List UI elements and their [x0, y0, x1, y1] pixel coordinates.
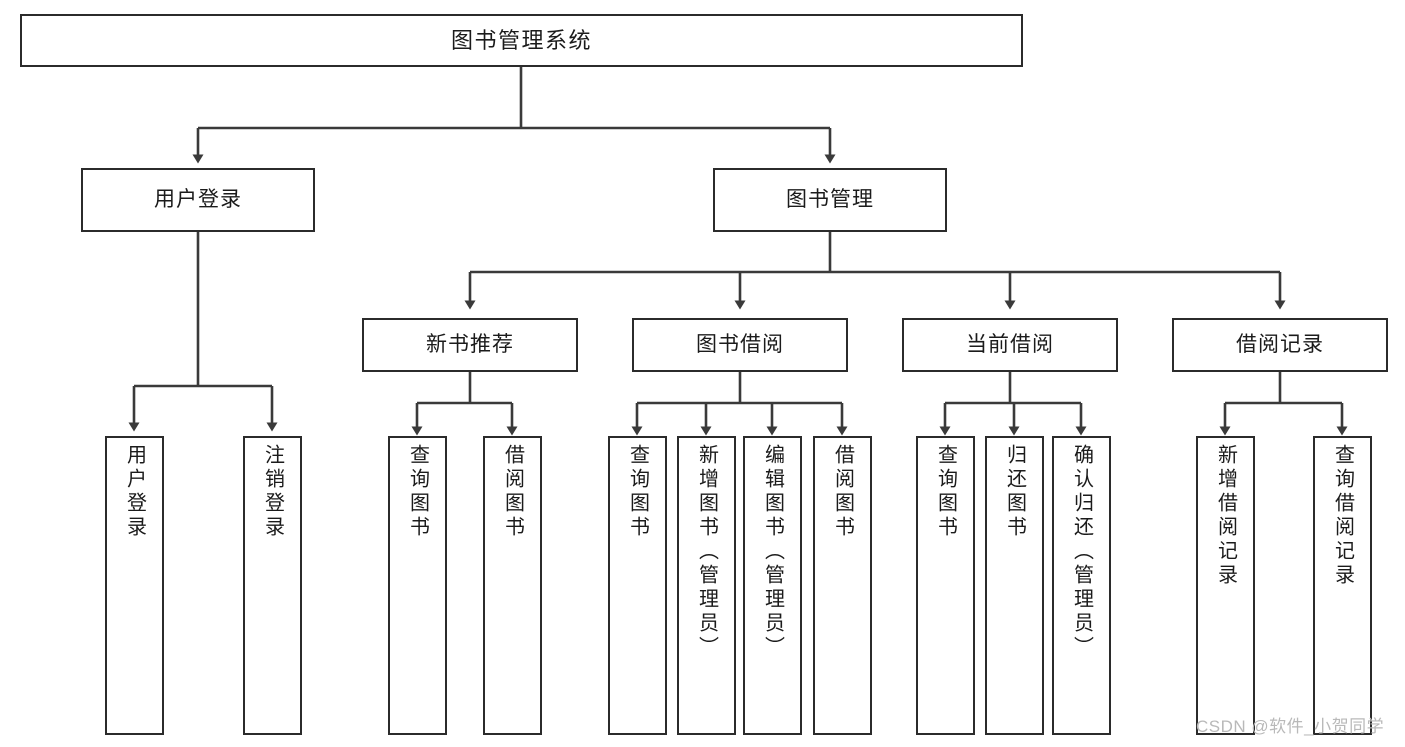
leaf-user-login-logout[interactable]: 注销登录 [243, 436, 302, 735]
node-label: 图书管理系统 [450, 27, 592, 53]
node-label: 查询图书 [934, 444, 957, 540]
node-borrowing-record[interactable]: 借阅记录 [1172, 318, 1388, 372]
leaf-current-borrow-return-book[interactable]: 归还图书 [985, 436, 1044, 735]
leaf-new-book-borrow-book[interactable]: 借阅图书 [483, 436, 542, 735]
node-label: 确认归还（管理员） [1070, 444, 1093, 660]
leaf-current-borrow-confirm-return-admin[interactable]: 确认归还（管理员） [1052, 436, 1111, 735]
node-root-book-management-system[interactable]: 图书管理系统 [20, 14, 1023, 67]
node-user-login[interactable]: 用户登录 [81, 168, 315, 232]
node-label: 借阅记录 [1236, 332, 1324, 356]
node-label: 图书管理 [786, 187, 874, 211]
node-label: 借阅图书 [501, 444, 524, 540]
leaf-book-borrow-query-book[interactable]: 查询图书 [608, 436, 667, 735]
node-label: 新书推荐 [426, 332, 514, 356]
node-label: 编辑图书（管理员） [761, 444, 784, 660]
node-label: 查询借阅记录 [1331, 444, 1354, 588]
leaf-book-borrow-add-book-admin[interactable]: 新增图书（管理员） [677, 436, 736, 735]
node-label: 新增图书（管理员） [695, 444, 718, 660]
node-label: 用户登录 [154, 187, 242, 211]
node-new-book-recommendation[interactable]: 新书推荐 [362, 318, 578, 372]
node-label: 查询图书 [626, 444, 649, 540]
node-current-borrowing[interactable]: 当前借阅 [902, 318, 1118, 372]
node-label: 用户登录 [123, 444, 146, 540]
node-book-management[interactable]: 图书管理 [713, 168, 947, 232]
csdn-watermark: CSDN @软件_小贺同学 [1196, 717, 1385, 736]
leaf-borrow-record-query-record[interactable]: 查询借阅记录 [1313, 436, 1372, 735]
node-label: 当前借阅 [966, 332, 1054, 356]
leaf-borrow-record-add-record[interactable]: 新增借阅记录 [1196, 436, 1255, 735]
leaf-book-borrow-edit-book-admin[interactable]: 编辑图书（管理员） [743, 436, 802, 735]
node-label: 注销登录 [261, 444, 284, 540]
node-label: 查询图书 [406, 444, 429, 540]
node-label: 归还图书 [1003, 444, 1026, 540]
leaf-user-login-login[interactable]: 用户登录 [105, 436, 164, 735]
leaf-new-book-query-book[interactable]: 查询图书 [388, 436, 447, 735]
node-label: 借阅图书 [831, 444, 854, 540]
node-label: 图书借阅 [696, 332, 784, 356]
node-label: 新增借阅记录 [1214, 444, 1237, 588]
leaf-book-borrow-borrow-book[interactable]: 借阅图书 [813, 436, 872, 735]
node-book-borrowing[interactable]: 图书借阅 [632, 318, 848, 372]
leaf-current-borrow-query-book[interactable]: 查询图书 [916, 436, 975, 735]
